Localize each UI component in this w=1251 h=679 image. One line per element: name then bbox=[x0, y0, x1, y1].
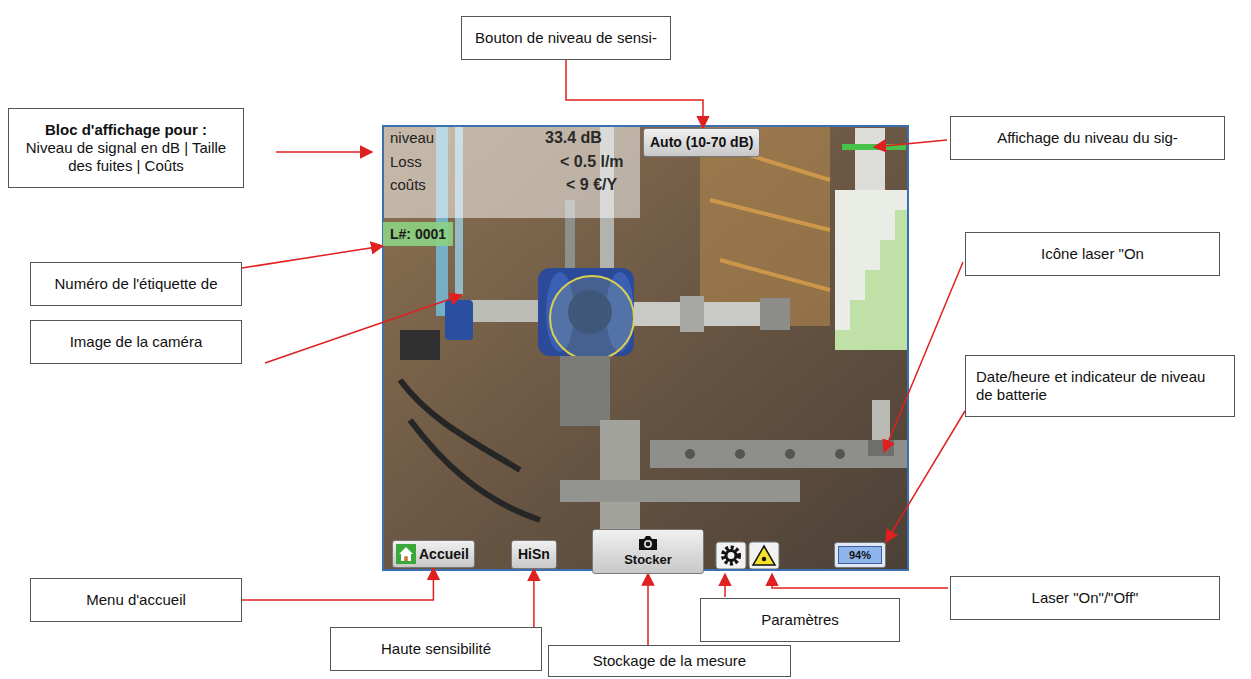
leader-line bbox=[772, 574, 948, 588]
node-label: Accueil bbox=[419, 546, 469, 563]
sensitivity-button: Auto (10-70 dB) bbox=[643, 128, 760, 157]
leader-line bbox=[265, 295, 462, 363]
callout-arrow bbox=[533, 569, 535, 627]
node-label: Bouton de niveau de sensi- bbox=[470, 29, 662, 47]
callout-box: Affichage du niveau du sig- bbox=[950, 116, 1225, 160]
callout-box: Date/heure et indicateur de niveau de ba… bbox=[965, 355, 1235, 417]
node-label: Icône laser "On bbox=[974, 245, 1211, 263]
callout-arrow bbox=[886, 411, 965, 542]
store-button: Stocker bbox=[592, 529, 704, 574]
node-label: Paramètres bbox=[709, 611, 891, 629]
callout-box: Image de la caméra bbox=[30, 320, 242, 364]
callout-arrow bbox=[566, 60, 703, 128]
node-label: Auto (10-70 dB) bbox=[650, 134, 753, 151]
node-label: Menu d'accueil bbox=[39, 591, 233, 609]
battery-indicator: 94% bbox=[834, 542, 886, 568]
node-label: L#: 0001 bbox=[390, 226, 446, 242]
node-label: Stocker bbox=[624, 552, 672, 568]
leader-line bbox=[884, 262, 963, 452]
leader-line bbox=[276, 151, 372, 153]
callout-box: Paramètres bbox=[700, 598, 900, 642]
callout-box: Bloc d'affichage pour :Niveau de signal … bbox=[8, 108, 244, 188]
screen-readout: < 0.5 l/m bbox=[560, 153, 624, 171]
node-label: Image de la caméra bbox=[39, 333, 233, 351]
node-label: HiSn bbox=[518, 546, 550, 563]
screen-readout: niveau bbox=[390, 129, 434, 146]
node-label: 94% bbox=[838, 546, 882, 564]
hisn-button: HiSn bbox=[511, 540, 557, 569]
callout-box: Laser "On"/"Off" bbox=[950, 576, 1220, 620]
screen-readout: 33.4 dB bbox=[545, 129, 602, 147]
callout-box: Haute sensibilité bbox=[330, 627, 542, 671]
callout-box: Icône laser "On bbox=[965, 232, 1220, 276]
callout-heading: Bloc d'affichage pour : bbox=[17, 121, 235, 139]
house-icon bbox=[396, 544, 416, 564]
callout-box: Numéro de l'étiquette de bbox=[30, 262, 242, 306]
callout-arrow bbox=[647, 574, 649, 645]
camera-icon bbox=[637, 534, 659, 552]
callout-box: Menu d'accueil bbox=[30, 578, 242, 622]
callout-box: Stockage de la mesure bbox=[548, 645, 791, 677]
screen-readout: Loss bbox=[390, 153, 422, 170]
tag-number: L#: 0001 bbox=[383, 222, 453, 246]
node-label: Stockage de la mesure bbox=[557, 652, 782, 670]
leader-line bbox=[874, 140, 947, 147]
callout-arrow bbox=[242, 568, 433, 600]
screen-readout: coûts bbox=[390, 176, 426, 193]
home-button: Accueil bbox=[392, 540, 475, 568]
screen-readout: < 9 €/Y bbox=[566, 176, 617, 194]
node-label: Haute sensibilité bbox=[339, 640, 533, 658]
node-label: Numéro de l'étiquette de bbox=[39, 275, 233, 293]
callout-box: Bouton de niveau de sensi- bbox=[461, 16, 671, 60]
callout-arrow bbox=[242, 246, 383, 268]
node-label: Laser "On"/"Off" bbox=[959, 589, 1211, 607]
node-label: Affichage du niveau du sig- bbox=[959, 129, 1216, 147]
node-label: Date/heure et indicateur de niveau de ba… bbox=[976, 368, 1226, 404]
leader-line bbox=[724, 574, 726, 597]
node-label: Niveau de signal en dB | Taille des fuit… bbox=[17, 139, 235, 175]
